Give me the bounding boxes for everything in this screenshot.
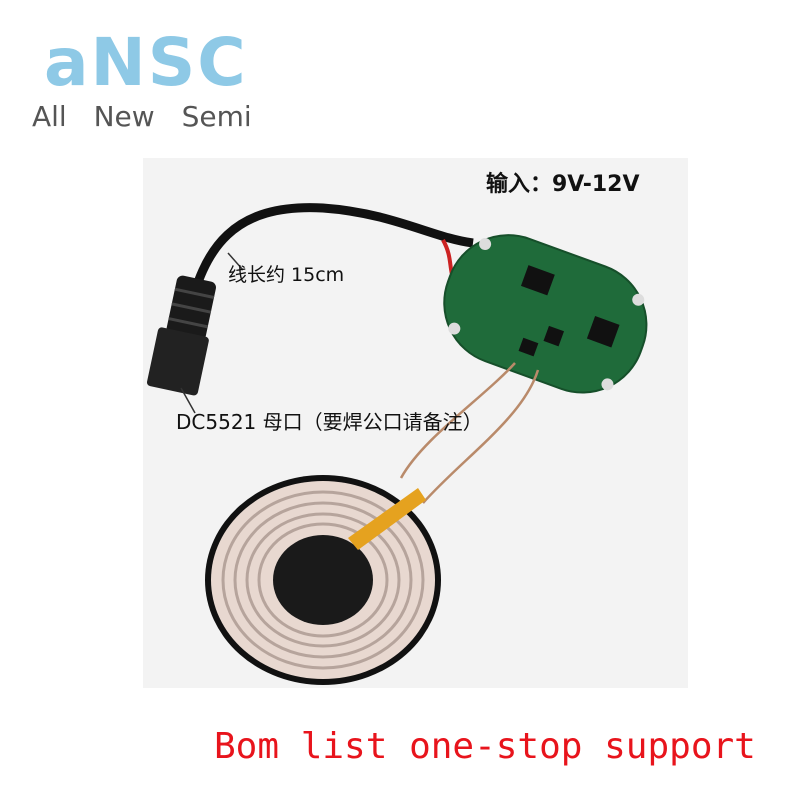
brand-logo: aNSC [44, 30, 248, 96]
footer-slogan: Bom list one-stop support [214, 726, 756, 767]
logo-tagline: All New Semi [32, 100, 252, 133]
power-cable [183, 203, 474, 319]
pcb-board [443, 234, 648, 394]
charging-coil [205, 475, 441, 685]
cable-length-label: 线长约 15cm [228, 264, 345, 286]
product-photo: 输入：9V-12V 线长约 15cm DC5521 母口（要焊公口请备注） [143, 158, 688, 688]
connector-label: DC5521 母口（要焊公口请备注） [176, 410, 483, 434]
product-illustration [146, 203, 648, 685]
logo-mark: aNSC [44, 24, 248, 101]
dc-jack [146, 275, 216, 396]
input-voltage-label: 输入：9V-12V [486, 172, 640, 197]
